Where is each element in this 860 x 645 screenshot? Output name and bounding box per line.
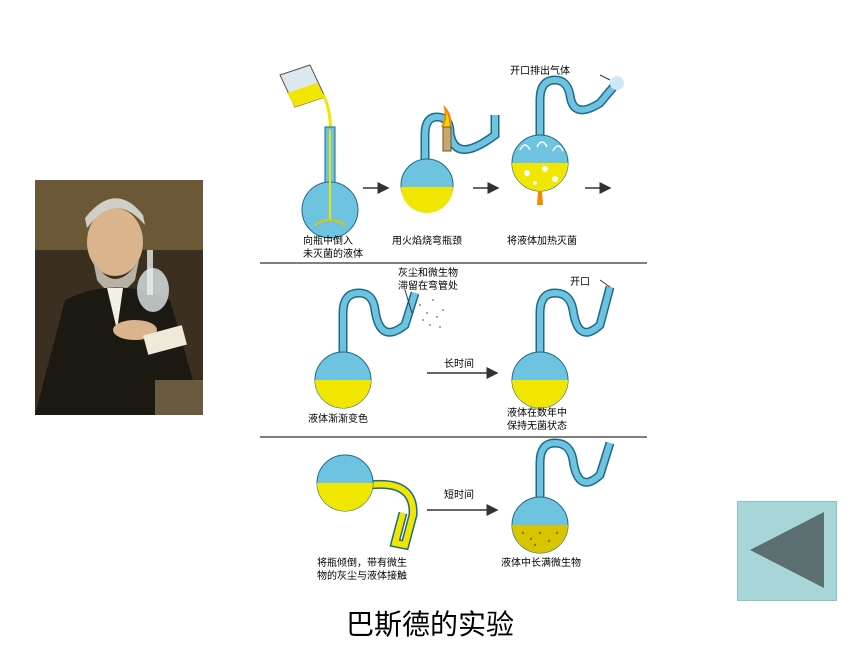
dust-particles-icon xyxy=(419,299,444,328)
label-step1-line1: 向瓶中倒入 xyxy=(303,236,353,247)
caption: 巴斯德的实验 xyxy=(345,608,514,641)
flask-4 xyxy=(314,288,420,409)
flask-5 xyxy=(511,285,615,409)
flask-1 xyxy=(301,126,359,239)
label-microbes: 液体中长满微生物 xyxy=(501,558,581,569)
triangle-left-icon xyxy=(750,512,824,588)
pasteur-experiment-diagram: 开口排出气体 向瓶中倒入 未灭菌的液体 用火焰烧弯瓶颈 将液体加热灭菌 灰尘和微… xyxy=(255,55,650,595)
label-tilt-line1: 将瓶倾倒，带有微生 xyxy=(317,558,407,569)
label-liquid-changes: 液体渐渐变色 xyxy=(308,414,368,425)
label-sterile-line1: 液体在数年中 xyxy=(507,408,567,419)
label-gas-outlet: 开口排出气体 xyxy=(510,66,570,77)
label-dust-line1: 灰尘和微生物 xyxy=(398,268,458,279)
back-button[interactable] xyxy=(737,501,837,601)
label-sterile-line2: 保持无菌状态 xyxy=(507,421,567,432)
label-long-time: 长时间 xyxy=(444,359,474,370)
flask-2 xyxy=(400,112,500,213)
label-step1-line2: 未灭菌的液体 xyxy=(303,249,363,260)
label-opening: 开口 xyxy=(570,277,590,288)
label-step2: 用火焰烧弯瓶颈 xyxy=(392,236,462,247)
tilted-flask xyxy=(316,454,418,551)
flask-3 xyxy=(511,75,619,205)
label-dust-line2: 滞留在弯管处 xyxy=(398,281,458,292)
steam-icon xyxy=(610,76,624,90)
flask-6 xyxy=(511,438,615,554)
label-step3: 将液体加热灭菌 xyxy=(507,236,577,247)
beaker-icon xyxy=(279,64,333,136)
label-tilt-line2: 物的灰尘与液体接触 xyxy=(317,571,407,582)
flame-icon xyxy=(441,105,452,152)
label-short-time: 短时间 xyxy=(444,490,474,501)
pasteur-portrait xyxy=(35,180,203,415)
